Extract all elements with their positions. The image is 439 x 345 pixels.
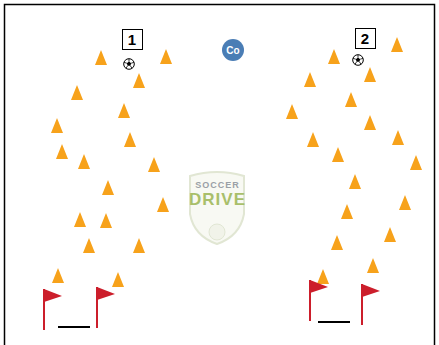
callout-number: 1: [122, 29, 143, 50]
cone: [399, 195, 411, 210]
cone: [112, 272, 124, 287]
cone: [384, 227, 396, 242]
cone: [56, 144, 68, 159]
cone: [391, 37, 403, 52]
cone: [410, 155, 422, 170]
cone: [51, 118, 63, 133]
cone: [100, 213, 112, 228]
cone: [392, 130, 404, 145]
cone: [349, 174, 361, 189]
cone: [74, 212, 86, 227]
cone: [118, 103, 130, 118]
cone: [148, 157, 160, 172]
cone: [286, 104, 298, 119]
cone: [133, 73, 145, 88]
cone: [160, 49, 172, 64]
cone: [133, 238, 145, 253]
cone: [332, 147, 344, 162]
cone: [345, 92, 357, 107]
callout-number: 2: [355, 28, 376, 49]
node-text: Co: [226, 45, 239, 56]
watermark-text: SOCCER: [0, 180, 437, 190]
cone: [307, 132, 319, 147]
cone: [304, 72, 316, 87]
cone: [367, 258, 379, 273]
coach-marker: Co: [222, 39, 244, 61]
cone: [83, 238, 95, 253]
cone: [124, 132, 136, 147]
cone: [95, 50, 107, 65]
cone: [328, 49, 340, 64]
cone: [78, 154, 90, 169]
node-text: 2: [361, 30, 369, 47]
cone: [52, 268, 64, 283]
cone: [71, 85, 83, 100]
cone: [317, 269, 329, 284]
cone: [157, 197, 169, 212]
cone: [364, 67, 376, 82]
cone: [102, 180, 114, 195]
watermark-text: DRIVE: [0, 190, 437, 210]
cone: [331, 235, 343, 250]
cone: [341, 204, 353, 219]
cone: [364, 115, 376, 130]
node-text: 1: [128, 31, 136, 48]
